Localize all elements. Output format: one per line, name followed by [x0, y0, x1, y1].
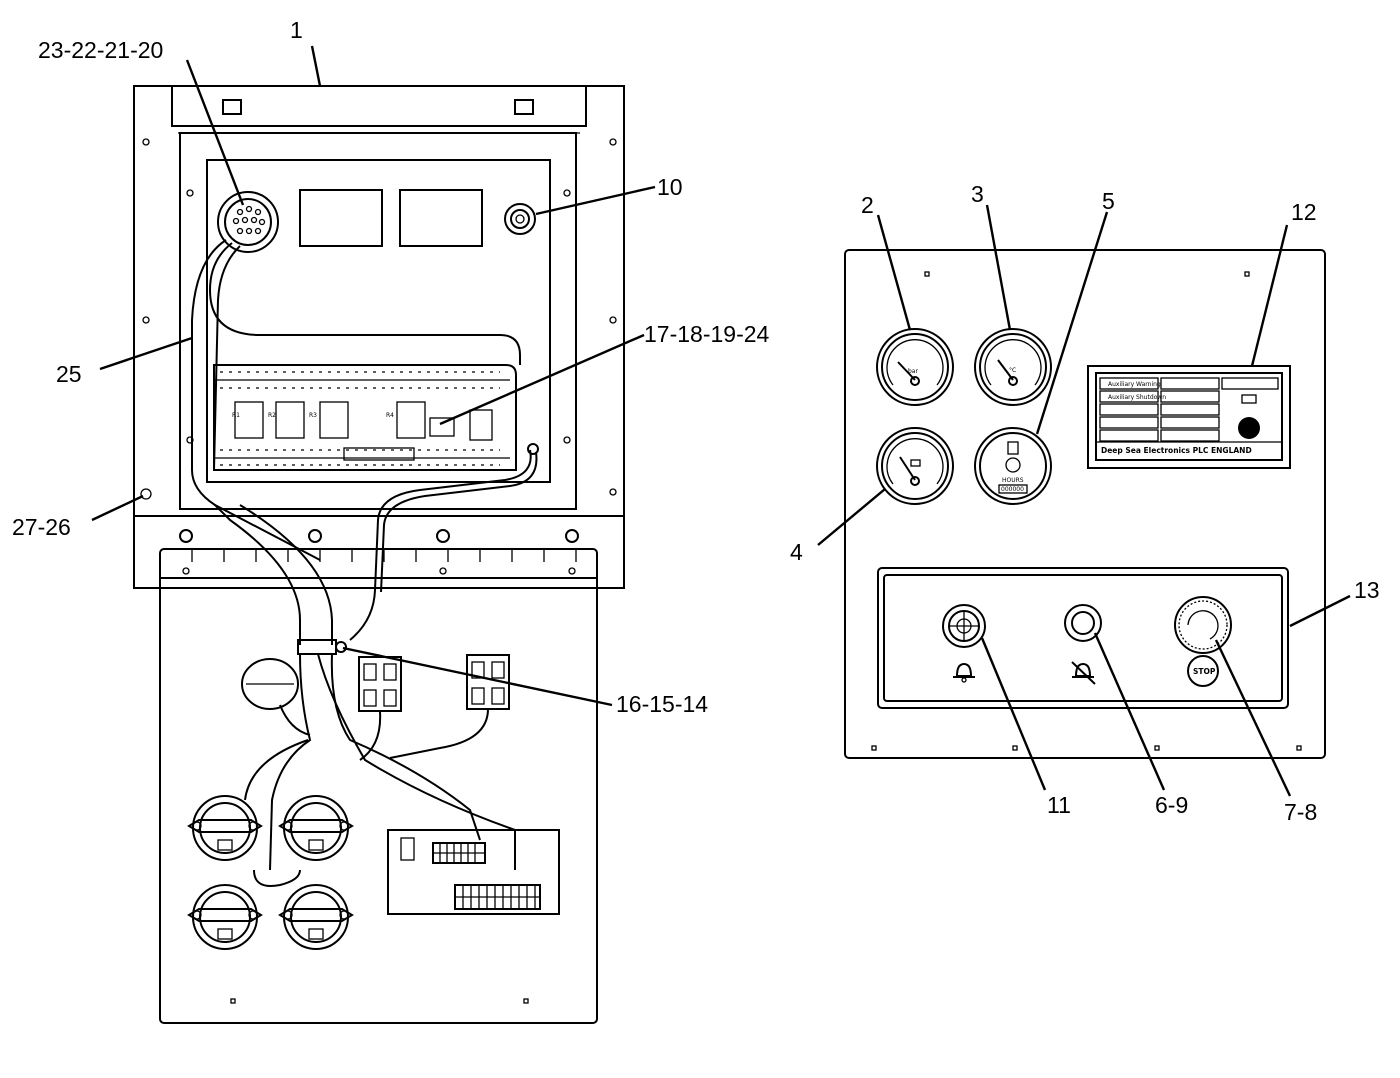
- module-brand: Deep Sea Electronics PLC ENGLAND: [1101, 446, 1252, 455]
- bell-icon: [953, 662, 975, 683]
- door-panel: [159, 504, 598, 1024]
- svg-text:R4: R4: [386, 412, 394, 419]
- grommet: [504, 203, 536, 235]
- callout-1: 1: [290, 17, 303, 43]
- control-module: Auxiliary Warning Auxiliary Shutdown Dee…: [1087, 365, 1291, 469]
- callout-2: 2: [861, 192, 874, 218]
- leader-lines: [91, 45, 1351, 797]
- callout-13: 13: [1354, 577, 1380, 603]
- callout-6-9: 6-9: [1155, 792, 1188, 818]
- mounting-plate: [206, 159, 551, 483]
- terminal-board: [387, 829, 560, 915]
- module-row-2: Auxiliary Shutdown: [1108, 394, 1166, 401]
- switch-panel: STOP: [877, 567, 1289, 709]
- box-inner-opening: [179, 132, 577, 510]
- stop-label: STOP: [1193, 667, 1216, 676]
- multipin-connector: [217, 191, 279, 253]
- gauge-cutout-right: [399, 189, 483, 247]
- callout-23-22-21-20: 23-22-21-20: [38, 37, 163, 63]
- hours-value: 000000: [1001, 486, 1024, 493]
- emergency-stop-button[interactable]: STOP: [1174, 596, 1232, 687]
- top-slot-right: [514, 99, 534, 115]
- bell-off-icon: [1071, 661, 1096, 685]
- frame-holes: [140, 138, 617, 500]
- svg-text:R2: R2: [268, 412, 276, 419]
- hinge-bolts: [179, 529, 579, 543]
- control-panel-front: bar °C HOURS 000000: [844, 249, 1326, 759]
- round-sender: [241, 658, 299, 710]
- gauge-cutout-left: [299, 189, 383, 247]
- oil-gauge-unit: bar: [908, 368, 918, 375]
- callout-labels: 23-22-21-20 1 10 25 17-18-19-24 27-26 16…: [12, 17, 1380, 825]
- callout-11: 11: [1047, 792, 1071, 818]
- temp-gauge-unit: °C: [1009, 367, 1016, 374]
- battery-voltmeter: [876, 427, 954, 505]
- horn-mute-button[interactable]: [1064, 604, 1102, 642]
- callout-4: 4: [790, 539, 803, 565]
- box-top-rail: [171, 85, 587, 127]
- callout-16-15-14: 16-15-14: [616, 691, 708, 717]
- callout-3: 3: [971, 181, 984, 207]
- callout-7-8: 7-8: [1284, 799, 1317, 825]
- relay-left: [358, 656, 402, 712]
- circuit-board: R1 R2 R3 R4: [213, 364, 517, 471]
- svg-text:R1: R1: [232, 412, 240, 419]
- callout-12: 12: [1291, 199, 1317, 225]
- horn: [942, 604, 986, 648]
- temperature-gauge: °C: [974, 328, 1052, 406]
- module-reset-button[interactable]: [1238, 417, 1260, 439]
- cable-clamp: [297, 639, 337, 655]
- callout-25: 25: [56, 361, 82, 387]
- gauge-backs: [187, 795, 354, 950]
- hours-label: HOURS: [1002, 477, 1024, 484]
- svg-text:R3: R3: [309, 412, 317, 419]
- oil-pressure-gauge: bar: [876, 328, 954, 406]
- control-box-assembly: R1 R2 R3 R4: [133, 85, 625, 641]
- panel-screws: [871, 271, 1302, 751]
- callout-27-26: 27-26: [12, 514, 71, 540]
- callout-17-18-19-24: 17-18-19-24: [644, 321, 770, 347]
- top-slot-left: [222, 99, 242, 115]
- hour-meter: HOURS 000000: [974, 427, 1052, 505]
- callout-5: 5: [1102, 188, 1115, 214]
- callout-10: 10: [657, 174, 683, 200]
- module-row-1: Auxiliary Warning: [1108, 381, 1161, 388]
